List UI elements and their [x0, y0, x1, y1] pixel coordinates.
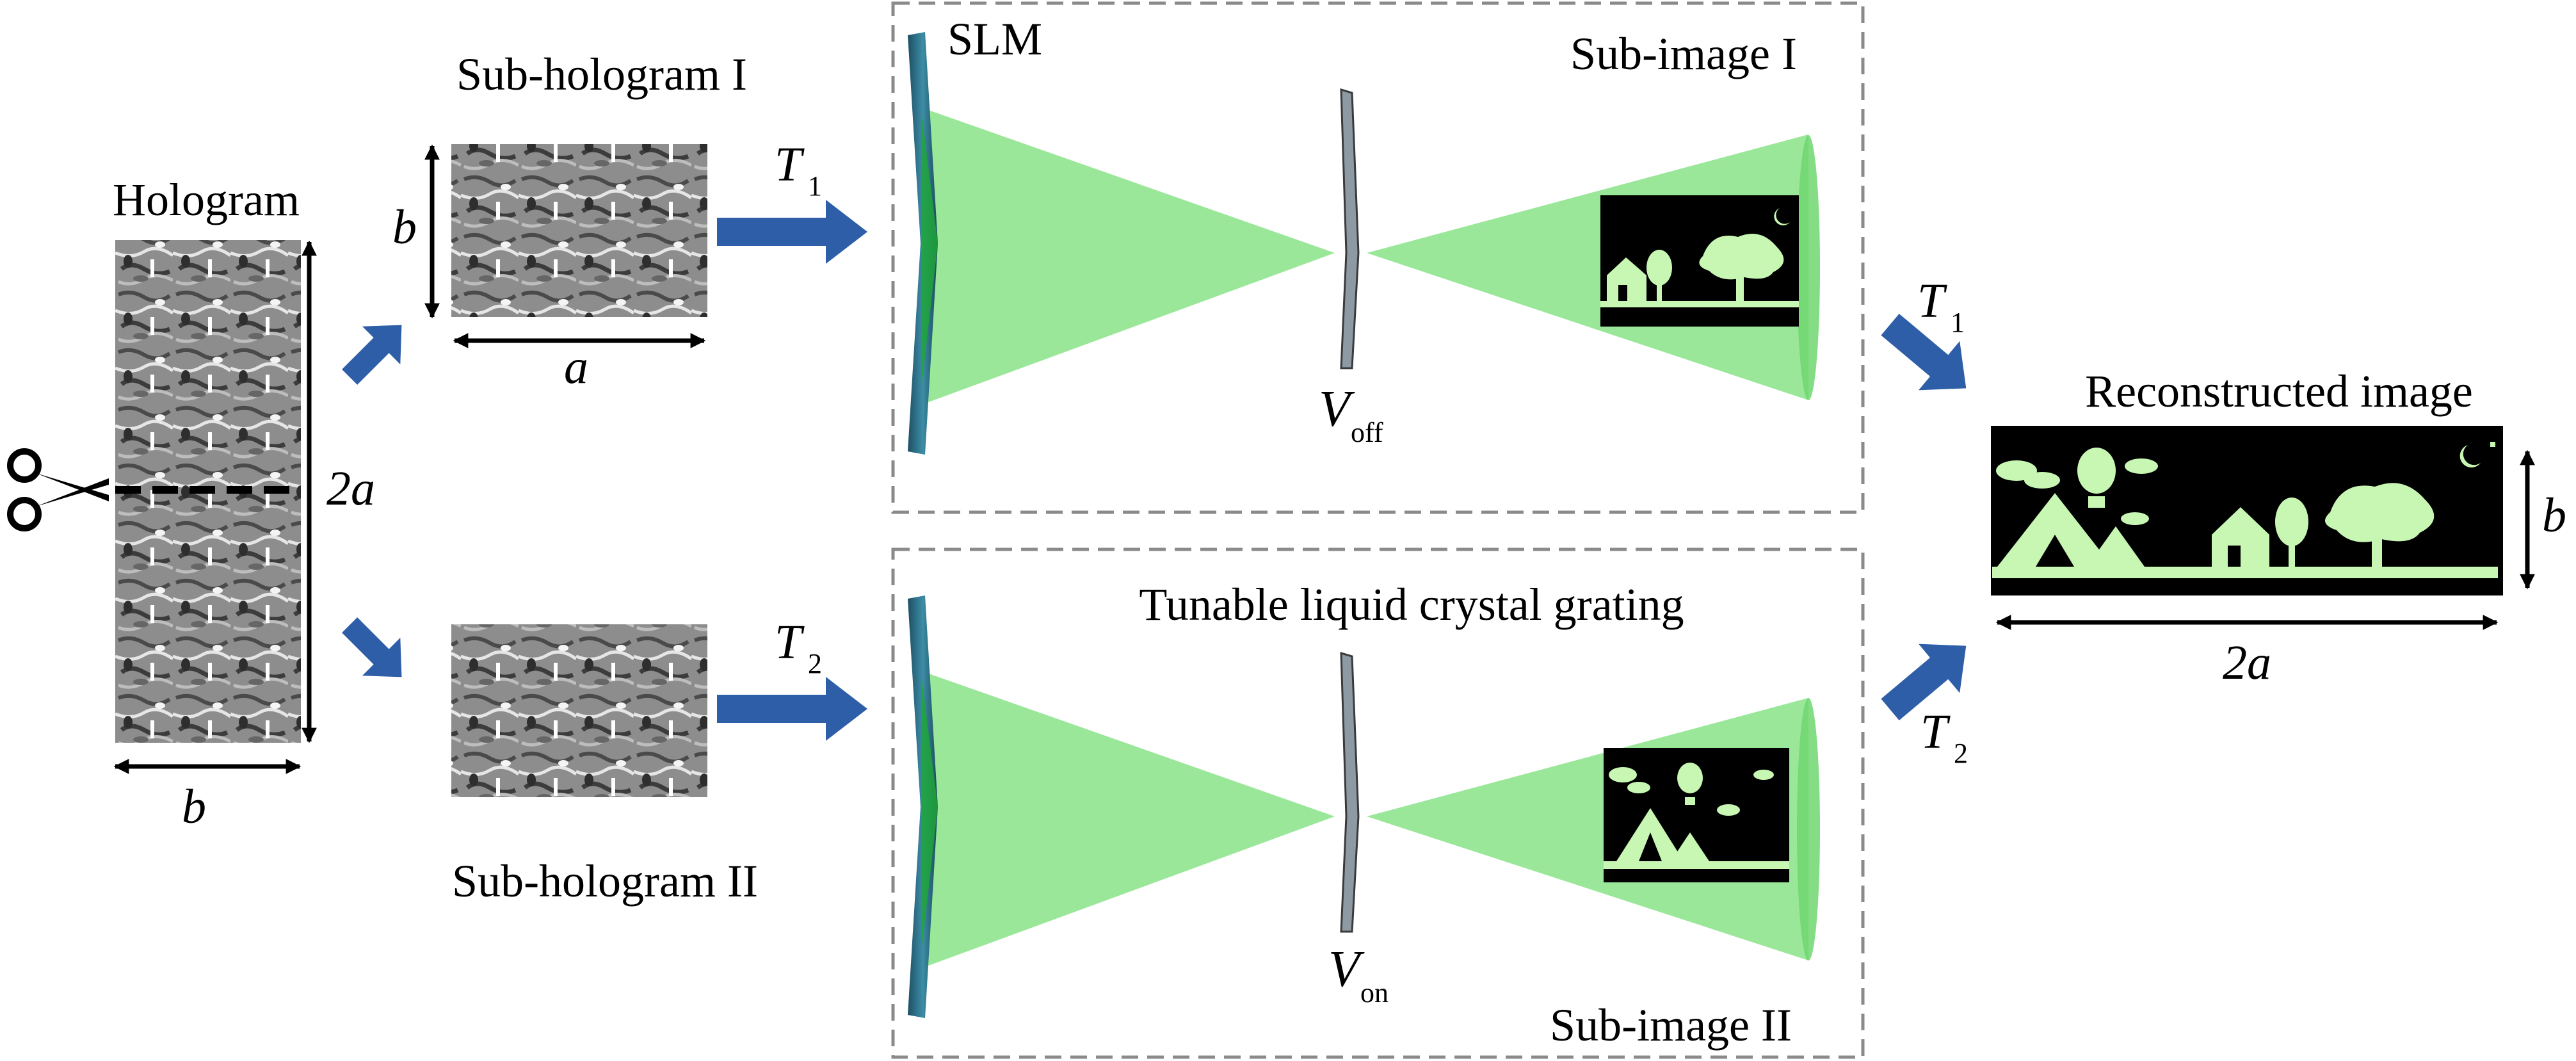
sub-image-1	[1600, 195, 1799, 327]
slm-upper-glow	[922, 115, 938, 384]
t2-arrow	[717, 677, 867, 741]
t1-merge-subscript: 1	[1951, 307, 1965, 338]
split-arrow-up	[342, 325, 402, 385]
sub-hologram-2-image	[451, 624, 707, 797]
upper-beam-cap	[1797, 135, 1820, 400]
dim-b-reconstructed-label: b	[2542, 489, 2566, 542]
upper-beam-converging	[925, 109, 1335, 403]
sub-hologram-2-label: Sub-hologram II	[452, 855, 758, 907]
sub-hologram-1-image	[451, 144, 707, 317]
v-off-subscript: off	[1351, 417, 1383, 448]
t1-subscript: 1	[808, 170, 822, 202]
dim-b-sub1-label: b	[392, 200, 417, 254]
t2-subscript: 2	[808, 648, 822, 679]
sub-image-2-label: Sub-image II	[1550, 1000, 1792, 1051]
v-on-subscript: on	[1360, 977, 1389, 1008]
v-on-symbol: V	[1328, 941, 1365, 998]
t2-merge-symbol: T	[1920, 705, 1951, 759]
lc-grating-lower	[1340, 651, 1360, 933]
lc-grating-upper	[1340, 88, 1360, 369]
slm-lower-glow	[922, 679, 938, 948]
t2-merge-subscript: 2	[1954, 738, 1968, 769]
split-arrow-down	[342, 617, 402, 677]
hologram-label: Hologram	[113, 174, 300, 225]
slm-label: SLM	[947, 13, 1042, 65]
lower-optical-path-box	[891, 547, 1865, 1059]
lower-beam-cap	[1797, 698, 1820, 960]
reconstructed-image	[1991, 426, 2503, 595]
reconstructed-image-label: Reconstructed image	[2085, 366, 2473, 417]
v-off-symbol: V	[1319, 381, 1355, 437]
sub-hologram-1-label: Sub-hologram I	[456, 49, 747, 100]
t1-symbol: T	[775, 138, 805, 191]
t2-symbol: T	[775, 615, 805, 669]
tunable-grating-label: Tunable liquid crystal grating	[1139, 579, 1684, 630]
sub-image-2	[1604, 748, 1789, 882]
sub-image-1-label: Sub-image I	[1570, 28, 1797, 79]
upper-optical-path-box	[891, 1, 1865, 514]
t1-merge-arrow	[1881, 313, 1967, 391]
lower-beam-converging	[925, 672, 1335, 967]
dim-2a-reconstructed-label: 2a	[2223, 636, 2271, 690]
scissors-icon	[7, 448, 109, 531]
t1-arrow	[717, 200, 867, 264]
t2-merge-arrow	[1881, 644, 1967, 721]
dim-b-label: b	[182, 780, 206, 834]
t1-merge-symbol: T	[1917, 274, 1947, 328]
dim-a-sub1-label: a	[564, 340, 588, 394]
dim-2a-label: 2a	[326, 462, 375, 515]
